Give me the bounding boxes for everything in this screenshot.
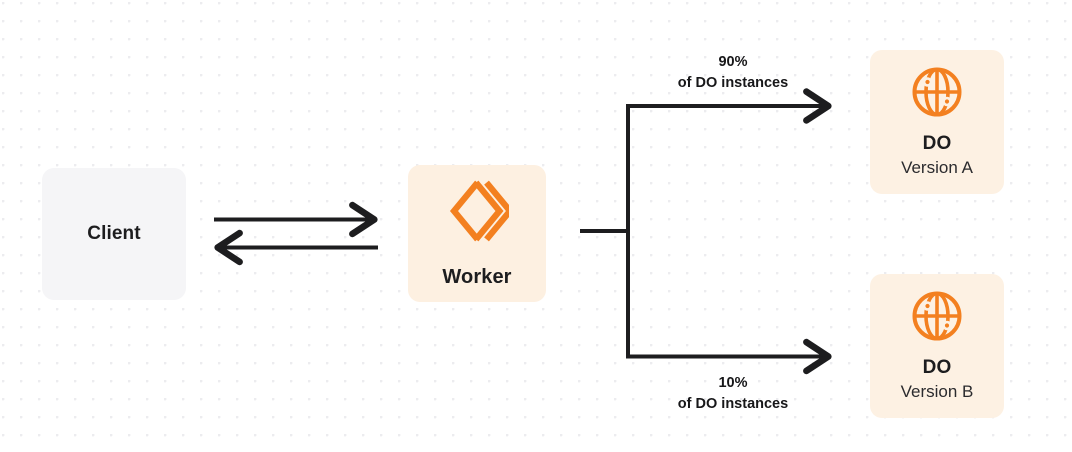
globe-icon — [910, 65, 964, 119]
edge-label-do-b-percent: 10% — [718, 375, 748, 391]
node-do-version-a: DO Version A — [870, 50, 1004, 194]
node-client: Client — [42, 168, 186, 300]
edge-label-do-b-text: of DO instances — [677, 396, 789, 413]
edge-label-do-a: 90% of DO instances — [627, 52, 839, 94]
node-do-a-subtitle: Version A — [901, 158, 973, 178]
node-do-version-b: DO Version B — [870, 274, 1004, 418]
cloudflare-workers-icon — [445, 178, 515, 244]
edge-label-do-b: 10% of DO instances — [627, 373, 839, 415]
edge-label-do-a-text: of DO instances — [677, 75, 789, 92]
node-do-a-title: DO — [922, 133, 952, 155]
node-do-b-subtitle: Version B — [900, 382, 974, 402]
edge-label-do-a-percent: 90% — [718, 54, 748, 70]
globe-icon — [910, 289, 964, 343]
node-worker: Worker — [408, 165, 546, 302]
node-worker-title: Worker — [442, 266, 512, 288]
node-do-b-title: DO — [922, 357, 952, 379]
node-client-title: Client — [87, 223, 141, 245]
